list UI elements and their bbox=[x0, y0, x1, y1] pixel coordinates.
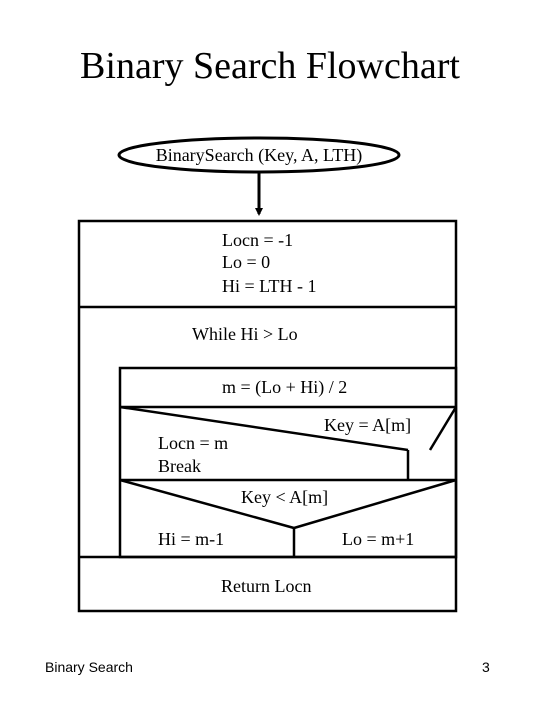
decision-equal-true-break: Break bbox=[158, 456, 201, 476]
decision-equal-diagonal-right bbox=[428, 406, 458, 451]
decision-equal-condition: Key = A[m] bbox=[324, 415, 411, 435]
loop-body bbox=[118, 366, 458, 559]
decision-equal-true-locn: Locn = m bbox=[158, 433, 228, 453]
footer-title: Binary Search bbox=[45, 659, 133, 675]
decision-less-false-branch: Lo = m+1 bbox=[342, 529, 414, 549]
return-label: Return Locn bbox=[221, 576, 311, 596]
decision-less-true-branch: Hi = m-1 bbox=[158, 529, 224, 549]
decision-less-diagonal-right bbox=[293, 478, 457, 530]
slide-title: Binary Search Flowchart bbox=[80, 45, 460, 87]
midpoint-label: m = (Lo + Hi) / 2 bbox=[222, 377, 347, 398]
init-line-locn: Locn = -1 bbox=[222, 230, 293, 250]
decision-equal-diagonal-left bbox=[119, 405, 409, 452]
init-line-lo: Lo = 0 bbox=[222, 252, 270, 272]
loop-condition: While Hi > Lo bbox=[192, 324, 298, 344]
decision-less-condition: Key < A[m] bbox=[241, 487, 328, 507]
init-line-hi: Hi = LTH - 1 bbox=[222, 276, 316, 296]
decision-less-diagonal-left bbox=[119, 478, 295, 530]
page-number: 3 bbox=[482, 659, 490, 675]
start-terminal-label: BinarySearch (Key, A, LTH) bbox=[156, 145, 363, 166]
